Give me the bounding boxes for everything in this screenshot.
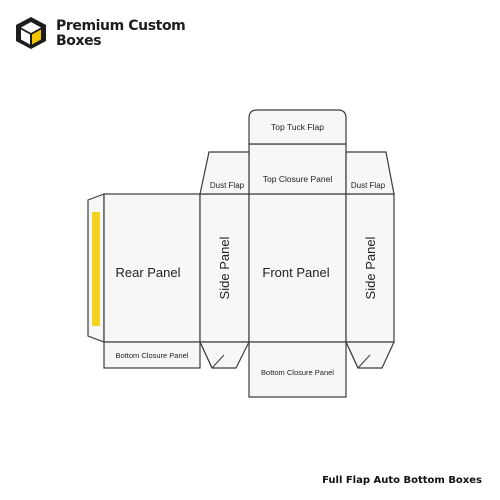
label-front-panel: Front Panel xyxy=(262,265,329,280)
label-bottom-closure-center: Bottom Closure Panel xyxy=(261,368,334,377)
label-top-tuck-flap: Top Tuck Flap xyxy=(271,122,324,132)
label-bottom-closure-left: Bottom Closure Panel xyxy=(116,351,189,360)
brand-name-line2: Boxes xyxy=(56,33,102,49)
label-dust-flap-left: Dust Flap xyxy=(210,181,245,190)
bottom-flap-left xyxy=(199,341,250,369)
rear-panel xyxy=(103,193,201,343)
brand-name: Premium Custom Boxes xyxy=(56,18,186,49)
label-side-panel-left: Side Panel xyxy=(217,236,232,299)
label-side-panel-right: Side Panel xyxy=(363,236,378,299)
dust-flap-right xyxy=(345,151,395,195)
side-panel-right xyxy=(345,193,395,343)
top-tuck-flap xyxy=(248,109,347,145)
bottom-closure-left xyxy=(103,341,201,369)
dust-flap-left xyxy=(199,151,250,195)
brand-logo: Premium Custom Boxes xyxy=(14,16,214,52)
brand-name-line1: Premium Custom xyxy=(56,18,186,34)
caption: Full Flap Auto Bottom Boxes xyxy=(322,475,482,486)
top-closure-panel xyxy=(248,143,347,195)
label-top-closure-panel: Top Closure Panel xyxy=(263,174,333,184)
front-panel xyxy=(248,193,347,343)
label-dust-flap-right: Dust Flap xyxy=(351,181,386,190)
box-logo-icon xyxy=(16,17,46,49)
glue-strip xyxy=(92,212,100,326)
bottom-closure-center xyxy=(248,341,347,398)
label-rear-panel: Rear Panel xyxy=(115,265,180,280)
side-panel-left xyxy=(199,193,250,343)
